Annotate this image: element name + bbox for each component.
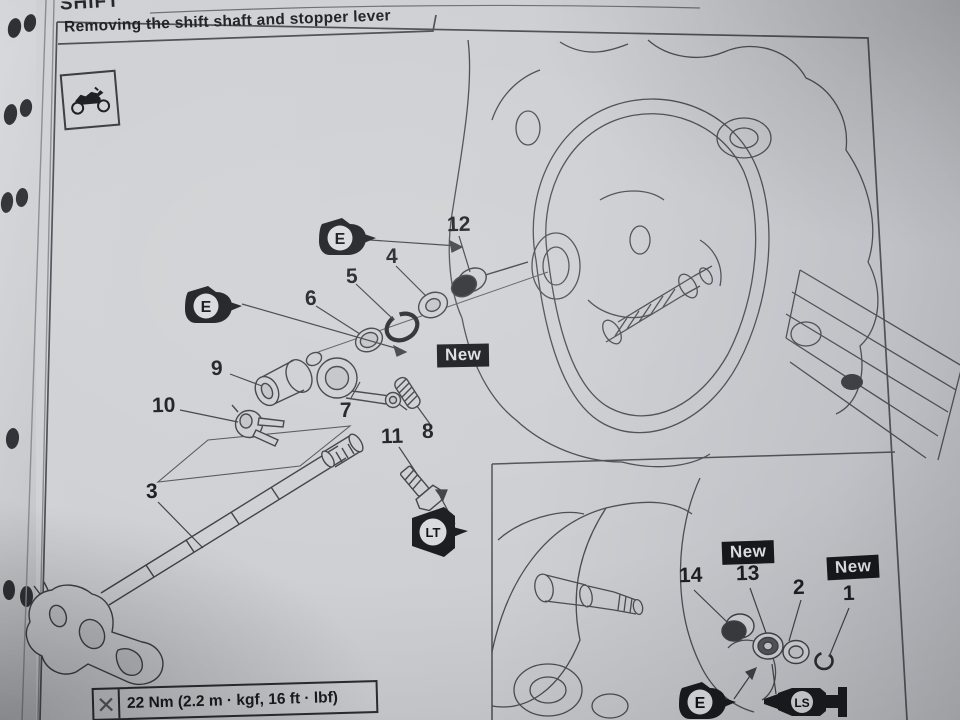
part-bushing [254,359,313,407]
svg-text:E: E [201,299,212,316]
ribbed-cover [785,269,960,461]
inset-frame [491,451,896,720]
torque-spec-box: 22 Nm (2.2 m · kgf, 16 ft · lbf) [91,680,379,720]
diagram-frame [39,14,908,720]
inset-shaft [534,573,644,616]
motorcycle-icon [71,86,111,115]
engine-oil-badge: E [182,282,242,333]
callout-8: 8 [421,419,434,444]
part-cap-14 [721,613,755,642]
grease-badge: LS [762,685,854,720]
grease-gun-icon: LS [764,687,847,717]
callout-3: 3 [145,479,158,504]
motorcycle-icon-box [59,69,121,131]
part-bolt [399,465,443,512]
callout-4: 4 [385,244,398,269]
new-badge: New [826,554,881,581]
torque-wrench-icon [93,689,121,719]
callout-11: 11 [380,424,404,449]
callout-5: 5 [345,264,358,289]
part-stopper [231,404,285,447]
part-snap-ring [384,311,420,343]
oil-can-icon: E [679,682,736,719]
callout-7: 7 [339,398,352,423]
callout-13: 13 [735,561,760,586]
callout-1: 1 [842,581,855,606]
oil-can-icon: E [185,286,242,323]
engine-oil-badge: E [676,678,736,720]
new-badge: New [721,540,775,565]
callout-10: 10 [151,393,176,418]
threadlocker-tube-icon: LT [412,507,468,557]
callout-12: 12 [446,212,471,237]
oil-can-icon: E [319,218,376,255]
crankcase-art [448,39,960,468]
part-oil-seal [752,632,784,660]
part-washer-4 [417,291,449,319]
engine-oil-badge: E [316,214,376,265]
callout-9: 9 [210,356,223,381]
svg-text:LS: LS [794,696,809,710]
threadlocker-badge: LT [408,505,470,564]
svg-text:E: E [695,695,706,712]
page-divider-line [149,4,701,14]
part-cap-12 [450,261,529,298]
leader-lines [157,235,850,700]
part-circlip [814,651,834,671]
svg-text:E: E [335,231,346,248]
binder-hole [3,580,15,600]
part-spring [394,376,421,410]
detail-plane [156,425,352,483]
part-stopper-lever [305,351,408,411]
svg-text:LT: LT [426,525,441,540]
torque-spec-text: 22 Nm (2.2 m · kgf, 16 ft · lbf) [126,688,339,712]
part-shift-shaft [25,433,364,686]
callout-6: 6 [304,286,317,311]
new-badge: New [436,343,490,368]
manual-page [36,0,960,720]
part-washer-2 [782,639,810,665]
mainshaft-splines [602,265,713,345]
callout-2: 2 [792,575,805,600]
callout-14: 14 [678,563,703,588]
parts [25,261,834,686]
